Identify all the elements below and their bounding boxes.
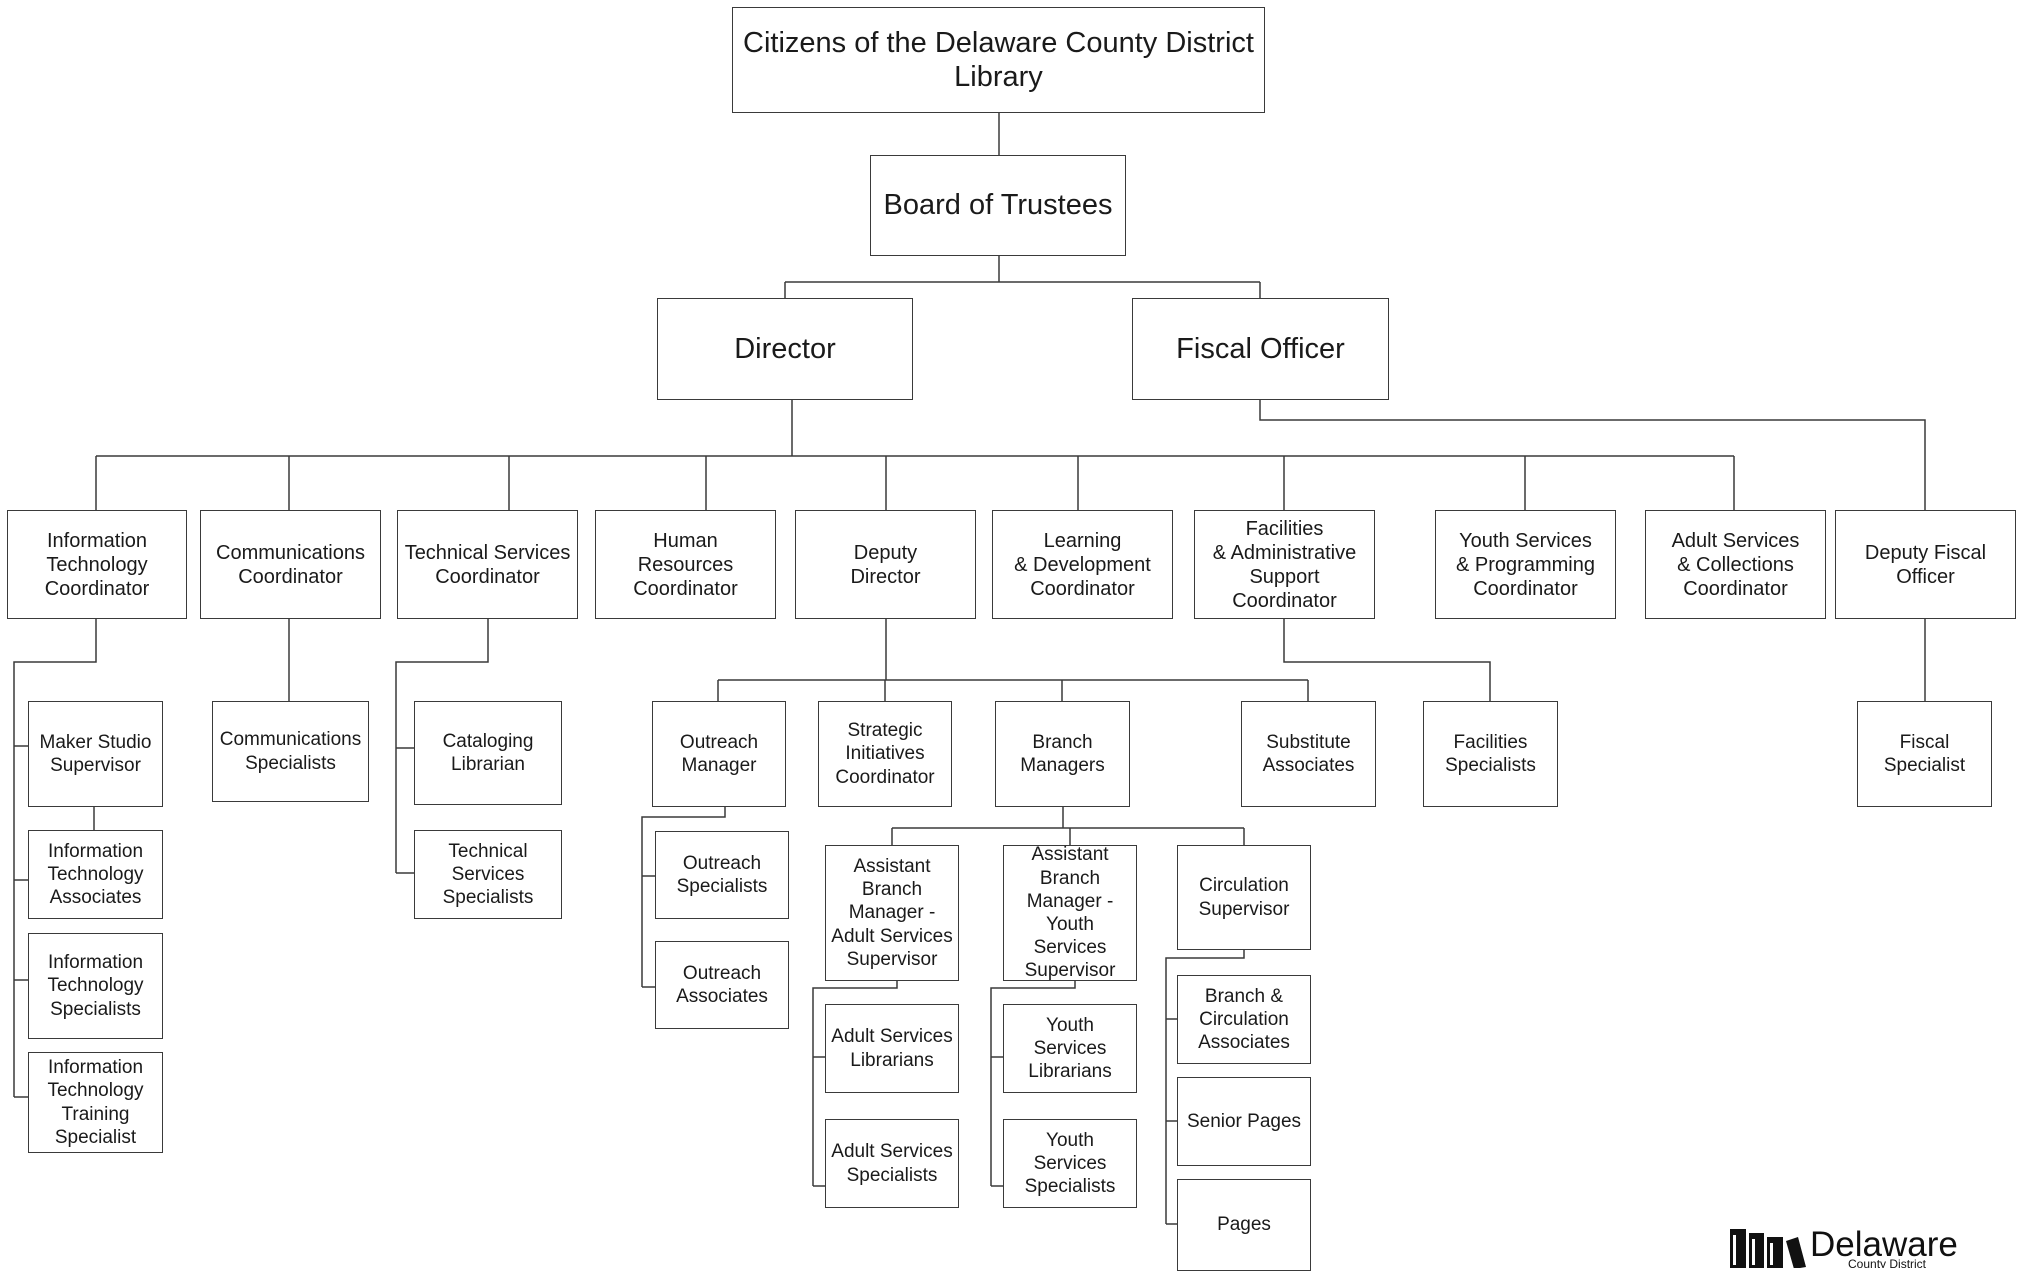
youth-services-specialists-box: Youth Services Specialists [1003,1119,1137,1208]
it-associates-box: Information Technology Associates [28,830,163,919]
hr-coordinator-box: Human Resources Coordinator [595,510,776,619]
it-specialists-box: Information Technology Specialists [28,933,163,1039]
youth-services-librarians-box: Youth Services Librarians [1003,1004,1137,1093]
pages-box: Pages [1177,1179,1311,1271]
strategic-initiatives-coordinator-box: Strategic Initiatives Coordinator [818,701,952,807]
communications-specialists-box: Communications Specialists [212,701,369,802]
adult-services-specialists-box: Adult Services Specialists [825,1119,959,1208]
citizens-box: Citizens of the Delaware County District… [732,7,1265,113]
branch-managers-box: Branch Managers [995,701,1130,807]
facilities-coordinator-box: Facilities & Administrative Support Coor… [1194,510,1375,619]
technical-services-coordinator-box: Technical Services Coordinator [397,510,578,619]
fiscal-officer-box: Fiscal Officer [1132,298,1389,400]
outreach-manager-box: Outreach Manager [652,701,786,807]
youth-services-coordinator-box: Youth Services & Programming Coordinator [1435,510,1616,619]
outreach-associates-box: Outreach Associates [655,941,789,1029]
abm-youth-services-box: Assistant Branch Manager - Youth Service… [1003,844,1137,981]
it-training-specialist-box: Information Technology Training Speciali… [28,1052,163,1153]
technical-services-specialists-box: Technical Services Specialists [414,830,562,919]
facilities-specialists-box: Facilities Specialists [1423,701,1558,807]
circulation-supervisor-box: Circulation Supervisor [1177,845,1311,950]
cataloging-librarian-box: Cataloging Librarian [414,701,562,805]
outreach-specialists-box: Outreach Specialists [655,831,789,919]
library-logo: Delaware County District [1728,1223,1968,1268]
branch-circulation-associates-box: Branch & Circulation Associates [1177,975,1311,1064]
director-box: Director [657,298,913,400]
abm-adult-services-box: Assistant Branch Manager - Adult Service… [825,845,959,981]
it-coordinator-box: Information Technology Coordinator [7,510,187,619]
substitute-associates-box: Substitute Associates [1241,701,1376,807]
adult-services-librarians-box: Adult Services Librarians [825,1004,959,1093]
adult-services-coordinator-box: Adult Services & Collections Coordinator [1645,510,1826,619]
maker-studio-supervisor-box: Maker Studio Supervisor [28,701,163,807]
deputy-fiscal-officer-box: Deputy Fiscal Officer [1835,510,2016,619]
board-of-trustees-box: Board of Trustees [870,155,1126,256]
senior-pages-box: Senior Pages [1177,1077,1311,1166]
communications-coordinator-box: Communications Coordinator [200,510,381,619]
logo-subtitle: County District [1848,1257,1927,1268]
logo-name: Delaware [1810,1225,1958,1264]
deputy-director-box: Deputy Director [795,510,976,619]
books-icon [1730,1229,1806,1268]
fiscal-specialist-box: Fiscal Specialist [1857,701,1992,807]
learning-development-coordinator-box: Learning & Development Coordinator [992,510,1173,619]
